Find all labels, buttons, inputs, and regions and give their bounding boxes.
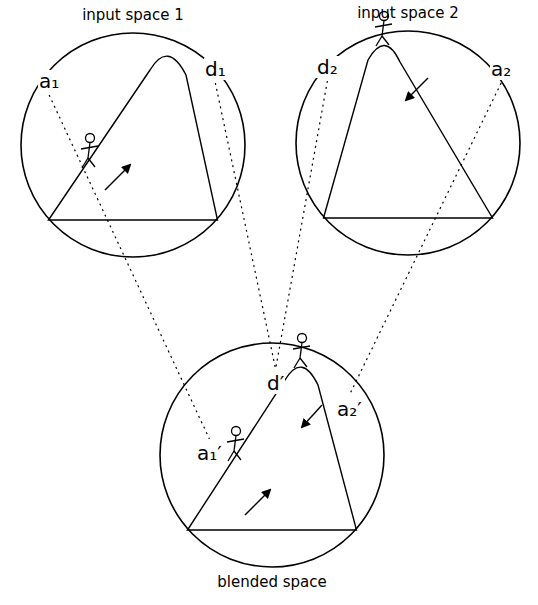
mapping-line <box>349 83 501 395</box>
space-heading: blended space <box>159 573 385 591</box>
mountain <box>49 56 218 220</box>
stick-figure <box>227 427 244 462</box>
element-label: d₁ <box>204 58 227 80</box>
stick-figure <box>81 134 98 169</box>
element-label: a₂ <box>490 58 512 80</box>
circle-outline <box>160 343 384 567</box>
circle-outline <box>21 33 245 257</box>
mountain <box>188 367 357 530</box>
climb-arrow <box>105 165 130 190</box>
space-heading: input space 1 <box>20 6 246 24</box>
circle-outline <box>296 31 520 255</box>
element-label: d′ <box>266 372 285 394</box>
climb-arrow <box>245 490 270 515</box>
space-heading: input space 2 <box>295 4 521 22</box>
element-label: d₂ <box>316 56 339 78</box>
element-label: a₁ <box>38 70 60 92</box>
descent-arrow <box>406 78 428 100</box>
mapping-line <box>276 81 328 369</box>
mapping-line <box>215 83 275 369</box>
descent-arrow <box>302 405 322 427</box>
element-label: a₂′ <box>336 398 363 420</box>
mapping-line <box>49 95 209 439</box>
element-label: a₁′ <box>196 442 223 464</box>
mountain <box>324 45 493 218</box>
stick-figure <box>293 334 310 369</box>
